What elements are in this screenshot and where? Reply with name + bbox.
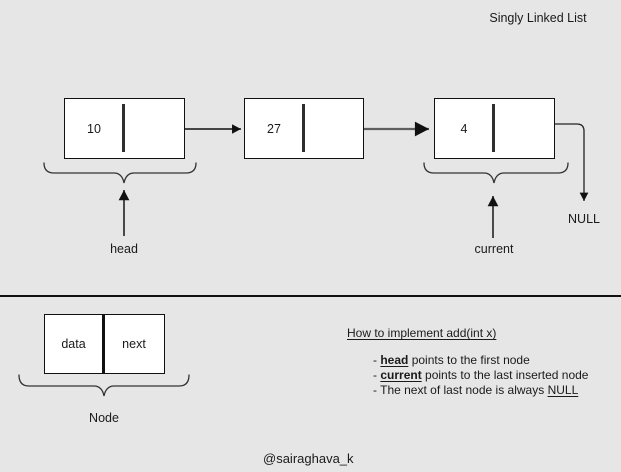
- notes-bullets: - head points to the first node - curren…: [347, 353, 607, 398]
- diagram-title: Singly Linked List: [489, 11, 587, 25]
- section-divider: [0, 295, 621, 297]
- node-struct-box: data next: [44, 314, 165, 374]
- head-brace: [43, 162, 197, 184]
- node-divider: [302, 104, 305, 152]
- next-field-label: next: [122, 337, 146, 351]
- node-value: 10: [87, 121, 101, 136]
- bullet-term: NULL: [547, 383, 579, 397]
- bullet-term: head: [380, 353, 409, 367]
- node-struct-brace: [18, 374, 190, 397]
- current-label: current: [474, 242, 514, 256]
- head-label: head: [110, 242, 138, 256]
- node-value: 27: [267, 121, 281, 136]
- bullet-text: points to the first node: [411, 353, 530, 367]
- node-value: 4: [460, 121, 468, 136]
- node-struct-divider: [102, 315, 105, 373]
- node-divider: [492, 104, 495, 152]
- bullet-term: current: [380, 368, 422, 382]
- bullet-dash: -: [373, 368, 377, 382]
- notes-panel: How to implement add(int x) - head point…: [347, 326, 607, 398]
- null-label: NULL: [568, 212, 600, 226]
- notes-heading: How to implement add(int x): [347, 326, 497, 340]
- node-box-1: 10: [64, 98, 185, 159]
- bullet-dash: -: [373, 353, 377, 367]
- bullet-dash: -: [373, 383, 377, 397]
- data-field-label: data: [61, 337, 86, 351]
- node-box-2: 27: [244, 98, 364, 159]
- node-divider: [122, 104, 125, 152]
- note-bullet-1: - head points to the first node: [373, 353, 607, 368]
- bullet-text: The next of last node is always: [380, 383, 545, 397]
- note-bullet-2: - current points to the last inserted no…: [373, 368, 607, 383]
- node-box-3: 4: [434, 98, 555, 159]
- node-caption: Node: [89, 411, 119, 425]
- current-brace: [423, 162, 569, 184]
- author-handle: @sairaghava_k: [263, 451, 354, 466]
- bullet-text: points to the last inserted node: [425, 368, 589, 382]
- note-bullet-3: - The next of last node is always NULL: [373, 383, 607, 398]
